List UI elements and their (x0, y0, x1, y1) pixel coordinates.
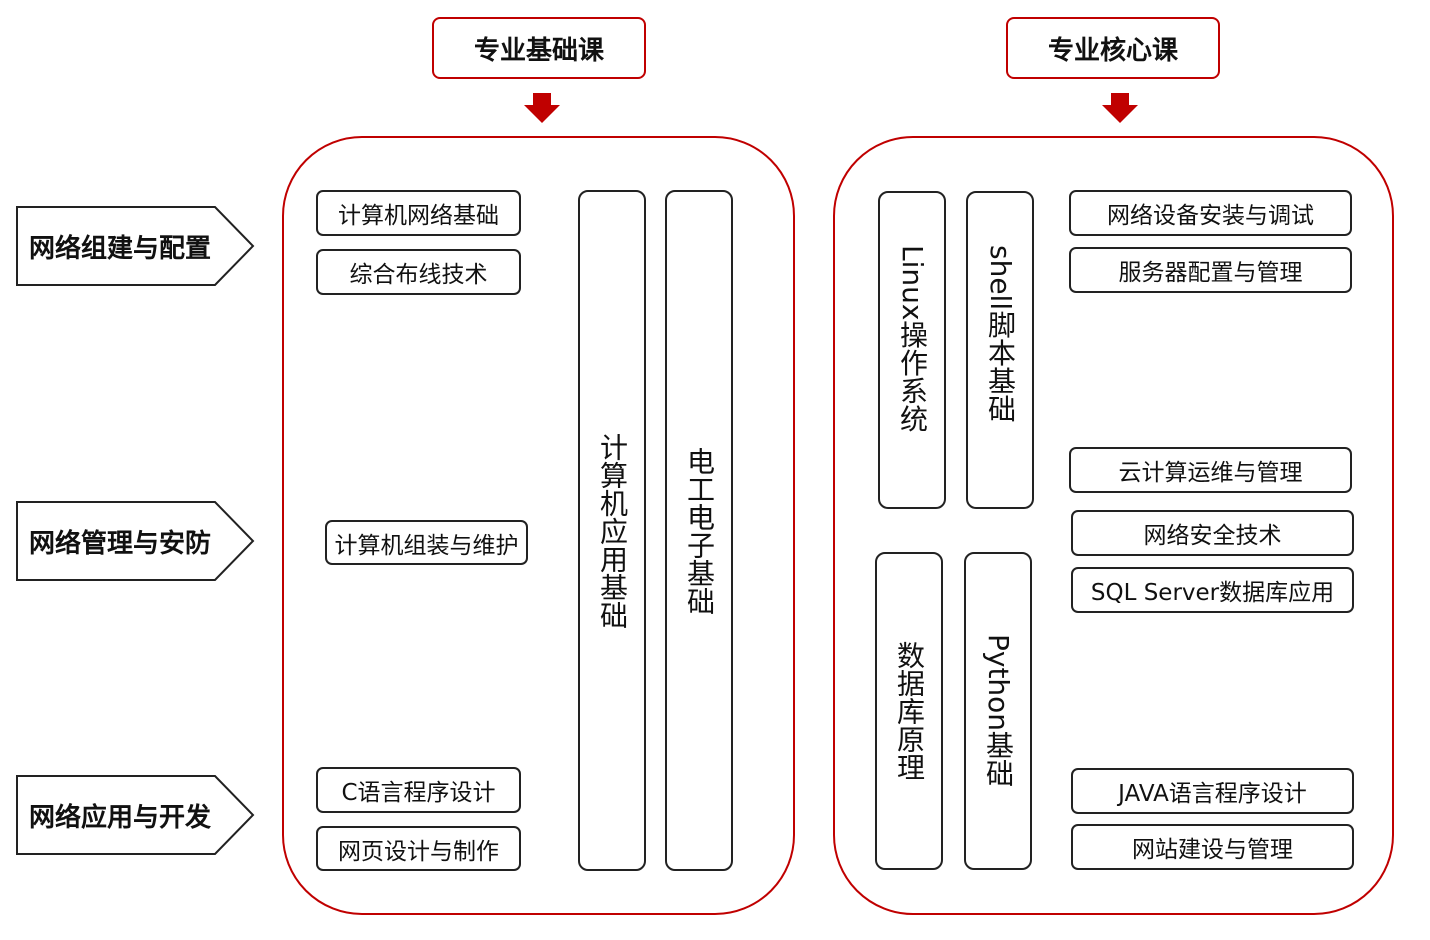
category-network-application: 网络应用与开发 (15, 774, 255, 856)
course-label: 服务器配置与管理 (1118, 260, 1303, 286)
course-linux: Linux操作系统 (878, 191, 946, 509)
course-label: 计算机应用基础 (596, 432, 629, 629)
course-label: Python基础 (982, 634, 1015, 788)
header-basic-label: 专业基础课 (473, 35, 604, 66)
course-label: C语言程序设计 (341, 780, 496, 806)
course-label: 电工电子基础 (683, 446, 716, 615)
header-core-courses: 专业核心课 (1006, 17, 1220, 79)
course-label: 网页设计与制作 (338, 838, 499, 865)
course-label: JAVA语言程序设计 (1118, 781, 1307, 807)
course-computer-assembly: 计算机组装与维护 (325, 520, 528, 565)
course-network-device: 网络设备安装与调试 (1069, 190, 1352, 236)
header-core-label: 专业核心课 (1047, 35, 1178, 66)
course-label: Linux操作系统 (896, 245, 929, 433)
course-website: 网站建设与管理 (1071, 824, 1354, 870)
course-shell: shell脚本基础 (966, 191, 1034, 509)
course-c-language: C语言程序设计 (316, 767, 521, 813)
course-computer-network: 计算机网络基础 (316, 190, 521, 236)
course-computer-application: 计算机应用基础 (578, 190, 646, 871)
category-network-management: 网络管理与安防 (15, 500, 255, 582)
course-label: shell脚本基础 (984, 245, 1017, 423)
course-cabling: 综合布线技术 (316, 249, 521, 295)
category-arrow-shape (16, 206, 255, 286)
category-network-build: 网络组建与配置 (15, 205, 255, 287)
category-label: 网络应用与开发 (29, 802, 212, 833)
course-python: Python基础 (964, 552, 1032, 870)
course-label: 网络设备安装与调试 (1107, 203, 1314, 229)
course-network-security: 网络安全技术 (1071, 510, 1354, 556)
course-label: 数据库原理 (893, 641, 926, 781)
arrow-down-icon (524, 93, 560, 123)
course-database-principles: 数据库原理 (875, 552, 943, 870)
course-label: 云计算运维与管理 (1118, 460, 1303, 486)
course-cloud-ops: 云计算运维与管理 (1069, 447, 1352, 493)
course-label: 网站建设与管理 (1132, 837, 1293, 863)
arrow-down-icon (1102, 93, 1138, 123)
core-courses-group (833, 136, 1394, 915)
course-label: SQL Server数据库应用 (1090, 580, 1335, 606)
course-electronics: 电工电子基础 (665, 190, 733, 871)
course-web-design: 网页设计与制作 (316, 826, 521, 871)
course-java: JAVA语言程序设计 (1071, 768, 1354, 814)
course-label: 网络安全技术 (1143, 523, 1282, 549)
course-sql-server: SQL Server数据库应用 (1071, 567, 1354, 613)
course-label: 计算机组装与维护 (334, 532, 519, 559)
category-label: 网络管理与安防 (29, 528, 212, 559)
category-label: 网络组建与配置 (29, 233, 212, 264)
category-arrow-shape (16, 775, 255, 855)
course-server-config: 服务器配置与管理 (1069, 247, 1352, 293)
header-basic-courses: 专业基础课 (432, 17, 646, 79)
basic-courses-group (282, 136, 795, 915)
course-label: 计算机网络基础 (338, 203, 499, 229)
course-label: 综合布线技术 (349, 262, 488, 288)
category-arrow-shape (16, 501, 255, 581)
